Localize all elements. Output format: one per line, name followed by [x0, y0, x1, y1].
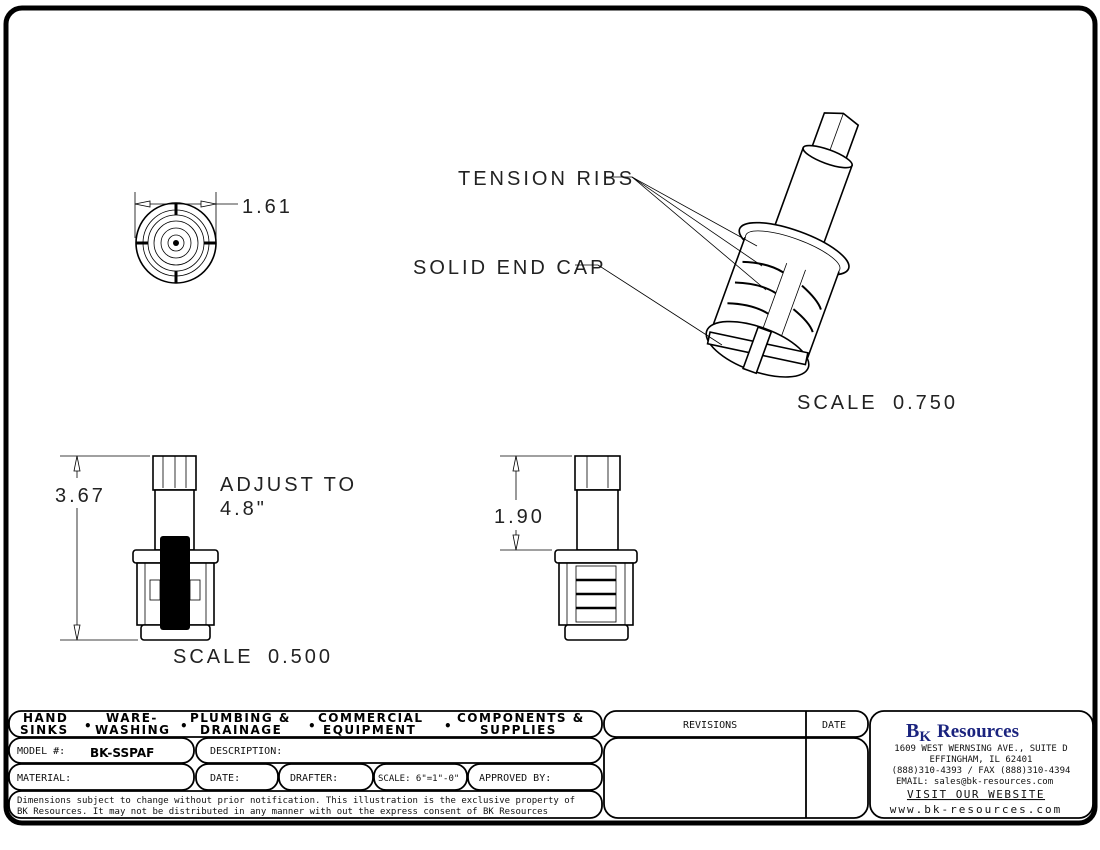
email: EMAIL: sales@bk-resources.com: [896, 777, 1053, 787]
sheet-border: [3, 5, 1098, 826]
drafter-label: DRAFTER:: [290, 773, 338, 784]
category-commercial-2: EQUIPMENT: [323, 723, 416, 737]
description-label: DESCRIPTION:: [210, 746, 282, 757]
bullet-icon: •: [180, 719, 189, 733]
material-label: MATERIAL:: [17, 773, 71, 784]
approved-label: APPROVED BY:: [479, 773, 551, 784]
bullet-icon: •: [308, 719, 317, 733]
model-label: MODEL #:: [17, 746, 65, 757]
adjust-note-line1: ADJUST TO: [220, 474, 357, 496]
iso-scale-value: 0.750: [893, 392, 958, 414]
visit-website-link[interactable]: VISIT OUR WEBSITE: [907, 788, 1045, 801]
title-block: [8, 710, 1094, 819]
isometric-view: TENSION RIBS SOLID END CAP SCALE 0.750: [413, 112, 958, 414]
category-components-1: COMPONENTS &: [457, 711, 585, 725]
top-view-dimension: 1.61: [242, 196, 293, 218]
threaded-rod: [160, 536, 190, 630]
category-hand-sinks-1: HAND: [23, 711, 68, 725]
date-label: DATE:: [210, 773, 240, 784]
front-view-dimension: 3.67: [55, 485, 106, 507]
bullet-icon: •: [444, 719, 453, 733]
website-url[interactable]: www.bk-resources.com: [890, 803, 1062, 816]
front-scale-label: SCALE: [173, 646, 254, 668]
top-view: 1.61: [134, 192, 293, 284]
scale-label: SCALE: 6"=1"-0": [378, 774, 459, 784]
side-view-dimension: 1.90: [494, 506, 545, 528]
address-line2: EFFINGHAM, IL 62401: [930, 755, 1033, 765]
revisions-header: REVISIONS: [683, 720, 737, 731]
category-commercial-1: COMMERCIAL: [318, 711, 424, 725]
phone-fax: (888)310-4393 / FAX (888)310-4394: [892, 766, 1071, 776]
model-value: BK-SSPAF: [90, 746, 154, 760]
bullet-icon: •: [84, 719, 93, 733]
category-hand-sinks-2: SINKS: [20, 723, 69, 737]
disclaimer-line2: BK Resources. It may not be distributed …: [17, 807, 548, 817]
address-line1: 1609 WEST WERNSING AVE., SUITE D: [894, 744, 1067, 754]
category-warewashing-1: WARE-: [106, 711, 158, 725]
callout-solid-end-cap: SOLID END CAP: [413, 257, 606, 279]
front-scale-value: 0.500: [268, 646, 333, 668]
category-plumbing-2: DRAINAGE: [200, 723, 282, 737]
disclaimer-line1: Dimensions subject to change without pri…: [17, 796, 575, 806]
category-banner: HAND SINKS • WARE- WASHING • PLUMBING & …: [20, 711, 585, 737]
category-warewashing-2: WASHING: [95, 723, 171, 737]
visit-website-text[interactable]: VISIT OUR WEBSITE: [907, 788, 1045, 801]
iso-scale-label: SCALE: [797, 392, 878, 414]
callout-tension-ribs: TENSION RIBS: [458, 168, 635, 190]
date-header: DATE: [822, 720, 846, 731]
category-components-2: SUPPLIES: [480, 723, 557, 737]
category-plumbing-1: PLUMBING &: [190, 711, 291, 725]
adjust-note-line2: 4.8": [220, 498, 267, 520]
front-view: 3.67 ADJUST TO 4.8" SCALE 0.500: [55, 455, 357, 668]
side-view: 1.90: [494, 455, 638, 641]
